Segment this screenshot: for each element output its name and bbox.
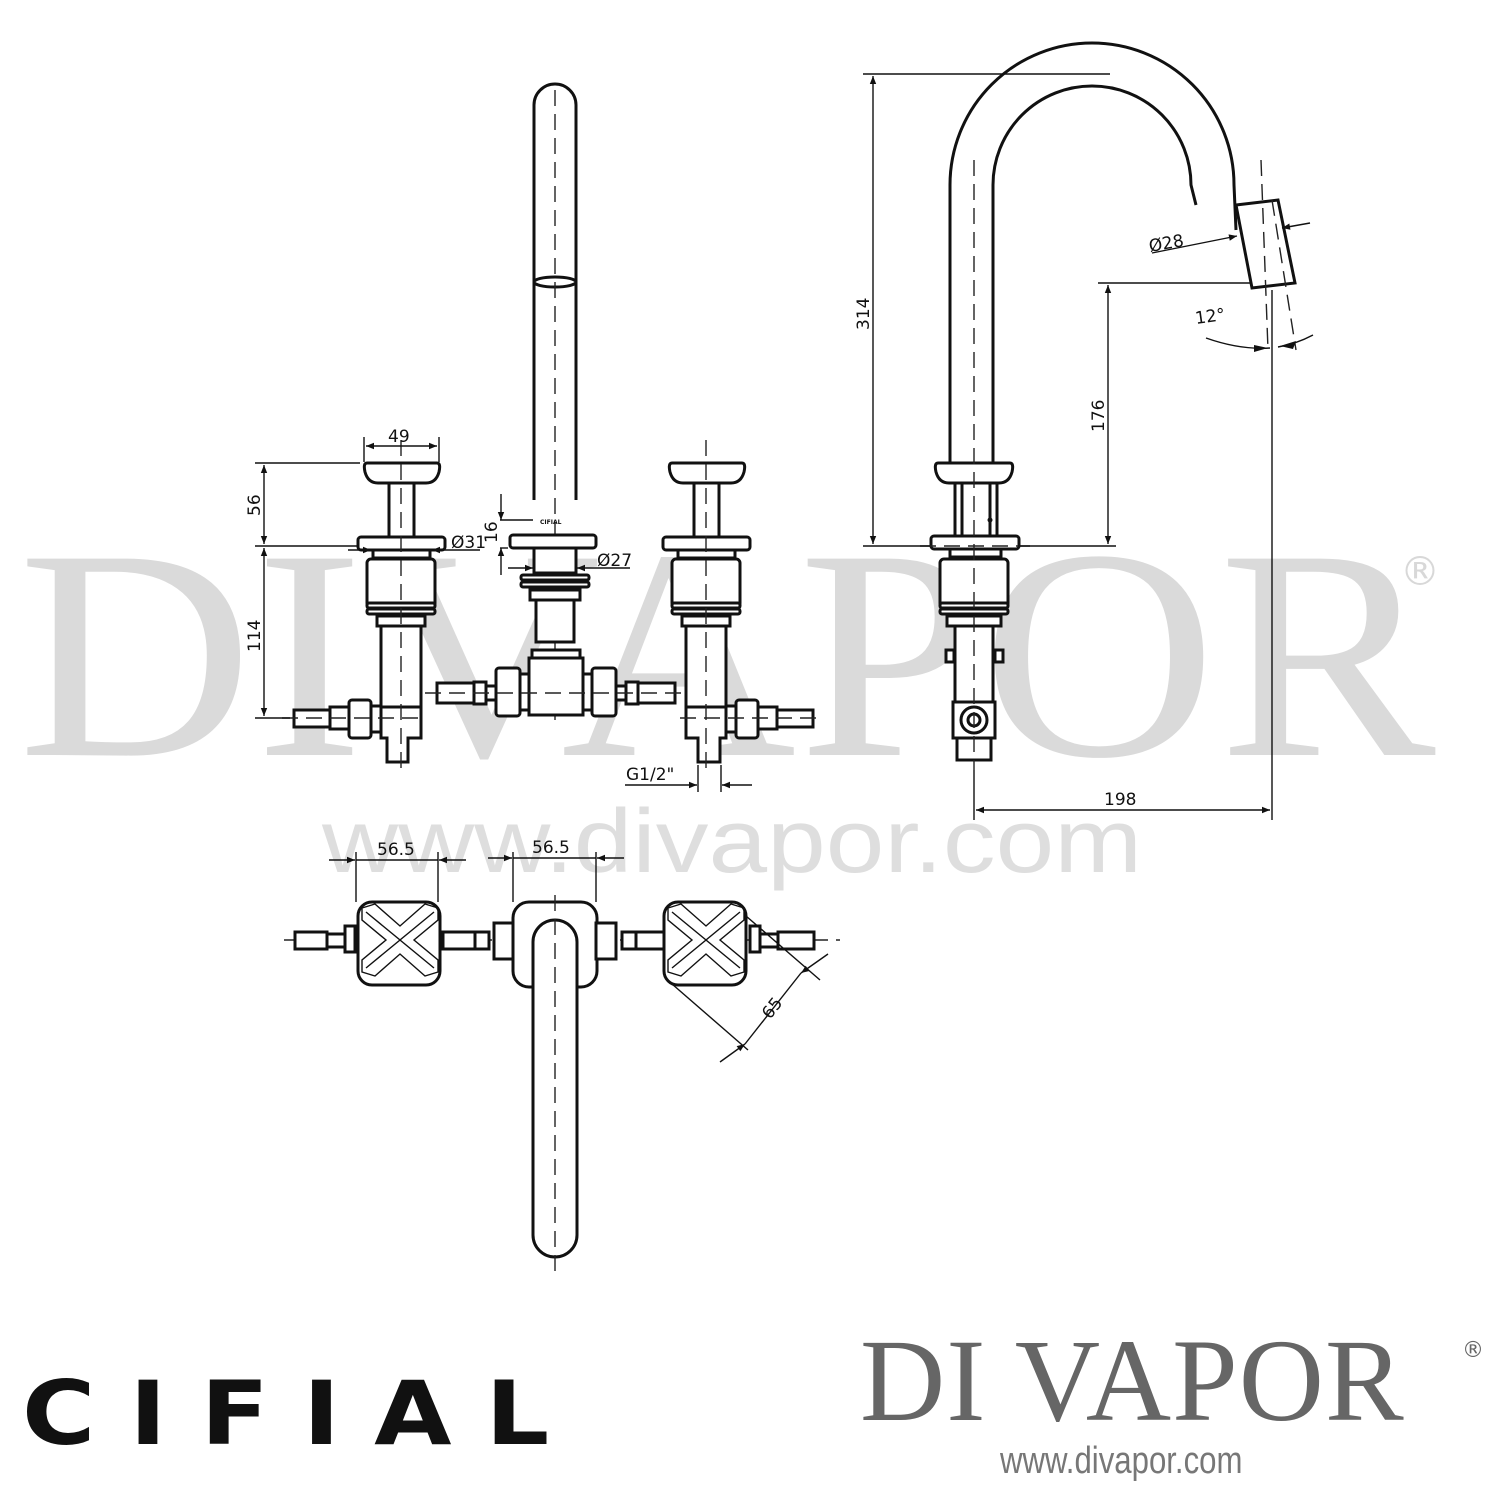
dim-body-height: 114 (245, 620, 265, 652)
dim-spacing-left: 56.5 (377, 840, 415, 860)
dim-thread: G1/2" (626, 765, 674, 785)
divapor-logo: DI VAPOR (860, 1315, 1405, 1446)
front-view-right-valve (661, 440, 822, 770)
front-view-spout: CIFIAL (425, 82, 685, 720)
dim-outlet-angle: 12° (1194, 305, 1227, 329)
divapor-url: www.divapor.com (1000, 1440, 1243, 1482)
dim-handle-diagonal: 65 (758, 994, 787, 1023)
dim-handle-height: 56 (245, 494, 265, 516)
front-view-left-valve (282, 440, 447, 770)
dim-spout-base: 16 (482, 521, 502, 543)
side-view (920, 41, 1297, 770)
dim-spacing-right: 56.5 (532, 838, 570, 858)
dim-total-height: 314 (854, 298, 874, 330)
plan-view-dimensions: 56.5 56.5 65 (329, 838, 829, 1063)
dim-outlet-diameter: Ø28 (1147, 231, 1185, 257)
front-view-dimensions: 49 56 114 Ø31 16 Ø27 G1/2" (245, 427, 752, 792)
dim-flange-diameter: Ø31 (451, 533, 486, 553)
dim-stem-diameter: Ø27 (597, 551, 632, 571)
cifial-logo: CIFIAL (22, 1362, 584, 1465)
divapor-registered-mark: ® (1462, 1338, 1484, 1363)
spout-marking: CIFIAL (540, 519, 562, 526)
dim-reach: 198 (1104, 790, 1136, 810)
dim-outlet-height: 176 (1089, 400, 1109, 432)
dim-handle-width: 49 (388, 427, 410, 447)
watermark-registered: ® (1400, 549, 1440, 595)
watermark-url: www.divapor.com (321, 792, 1142, 892)
plan-view (284, 895, 840, 1275)
